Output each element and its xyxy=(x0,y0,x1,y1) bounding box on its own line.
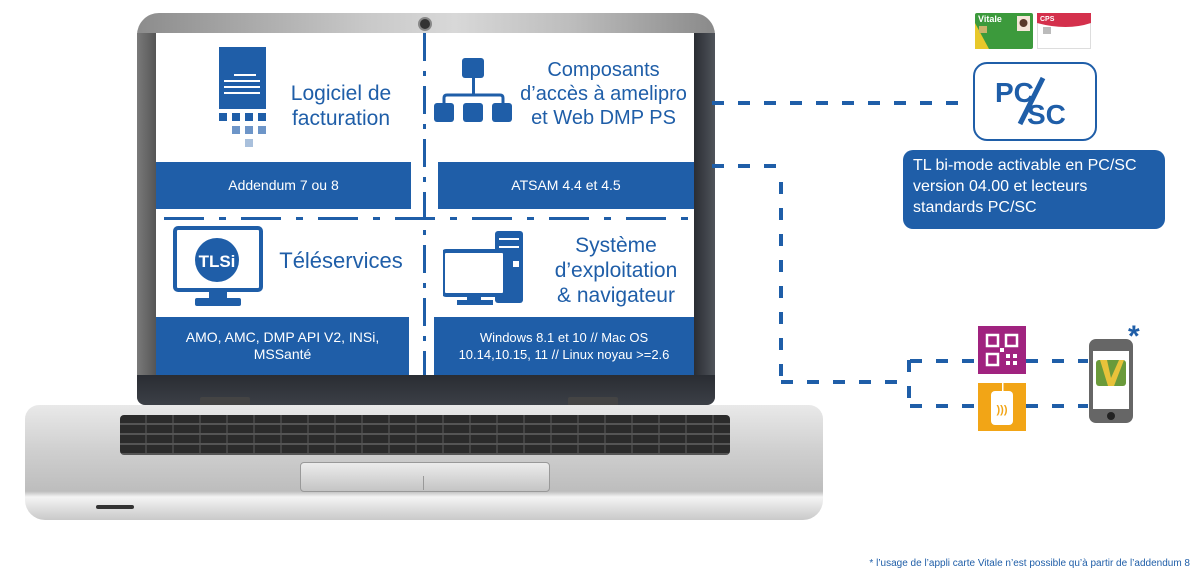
os-versions-bar: Windows 8.1 et 10 // Mac OS 10.14,10.15,… xyxy=(434,317,694,375)
pcsc-logo-box: PC SC xyxy=(973,62,1097,141)
laptop-screen: Logiciel de facturation Addendum 7 ou 8 … xyxy=(156,33,694,375)
keyboard xyxy=(120,415,730,455)
billing-title-line1: Logiciel de xyxy=(290,82,392,105)
components-title-line1: Composants xyxy=(547,59,660,81)
footnote: * l’usage de l’appli carte Vitale n’est … xyxy=(869,558,1190,569)
pcsc-logo-bottom: SC xyxy=(1027,99,1066,130)
components-title: Composants d’accès à amelipro et Web DMP… xyxy=(511,58,696,130)
nfc-reader-icon: ))) xyxy=(978,383,1026,431)
qr-code-icon xyxy=(978,326,1026,374)
smartphone-vitale-app-icon xyxy=(1089,339,1133,423)
tl-bimode-info-box: TL bi-mode activable en PC/SC version 04… xyxy=(903,150,1165,229)
svg-text:))): ))) xyxy=(997,404,1008,416)
webcam-icon xyxy=(418,17,432,31)
tl-box-line3: standards PC/SC xyxy=(913,199,1037,216)
connector-branch xyxy=(907,360,911,405)
screen-edge-right xyxy=(694,33,715,378)
teleservices-bar-line1: AMO, AMC, DMP API V2, INSi, xyxy=(185,329,380,345)
connector-to-qr xyxy=(910,359,976,363)
vitale-card-label: Vitale xyxy=(978,14,1002,24)
connector-to-mobile-vertical xyxy=(779,182,783,382)
billing-title-line2: facturation xyxy=(291,107,391,130)
teleservices-monitor-icon: TLSi xyxy=(173,226,263,306)
billing-version-bar: Addendum 7 ou 8 xyxy=(156,162,411,209)
tl-box-line1: TL bi-mode activable en PC/SC xyxy=(913,157,1137,174)
cps-card-icon: CPS xyxy=(1037,13,1091,49)
teleservices-title: Téléservices xyxy=(279,248,403,273)
teleservices-bar-line2: MSSanté xyxy=(253,346,312,362)
footnote-asterisk: * xyxy=(1128,320,1140,353)
vitale-card-icon: Vitale xyxy=(975,13,1033,49)
desktop-computer-icon xyxy=(443,231,523,305)
pcsc-logo-icon: PC SC xyxy=(995,76,1066,130)
port xyxy=(96,505,134,509)
hinge-right xyxy=(568,397,618,407)
panel-billing: Logiciel de facturation xyxy=(156,33,421,213)
components-title-line3: et Web DMP PS xyxy=(531,107,676,129)
os-bar-line2: 10.14,10.15, 11 // Linux noyau >=2.6 xyxy=(458,347,670,362)
components-title-line2: d’accès à amelipro xyxy=(520,83,687,105)
connector-to-pcsc xyxy=(712,101,970,105)
connector-nfc-phone xyxy=(1026,404,1088,408)
connector-to-mobile-top xyxy=(712,164,782,168)
components-version-bar: ATSAM 4.4 et 4.5 xyxy=(438,162,694,209)
os-title: Système d’exploitation & navigateur xyxy=(541,233,691,308)
panel-components: Composants d’accès à amelipro et Web DMP… xyxy=(431,33,694,213)
os-title-line1: Système xyxy=(575,234,657,257)
trackpad xyxy=(300,462,550,492)
billing-software-icon xyxy=(219,47,266,147)
os-title-line3: & navigateur xyxy=(557,284,675,307)
network-hierarchy-icon xyxy=(434,58,512,122)
connector-to-mobile-bottom xyxy=(781,380,911,384)
divider-vertical xyxy=(423,33,426,375)
tlsi-logo-text: TLSi xyxy=(199,252,236,271)
cps-card-label: CPS xyxy=(1040,16,1055,23)
os-bar-line1: Windows 8.1 et 10 // Mac OS xyxy=(479,330,649,345)
connector-to-nfc xyxy=(910,404,976,408)
connector-qr-phone xyxy=(1026,359,1088,363)
divider-horizontal xyxy=(164,217,694,220)
pcsc-logo-top: PC xyxy=(995,77,1034,108)
hinge-left xyxy=(200,397,250,407)
screen-edge-left xyxy=(137,33,156,378)
tl-box-line2: version 04.00 et lecteurs xyxy=(913,178,1088,195)
billing-title: Logiciel de facturation xyxy=(281,81,401,131)
trackpad-divider xyxy=(423,476,424,490)
teleservices-services-bar: AMO, AMC, DMP API V2, INSi, MSSanté xyxy=(156,317,409,375)
os-title-line2: d’exploitation xyxy=(554,259,678,282)
